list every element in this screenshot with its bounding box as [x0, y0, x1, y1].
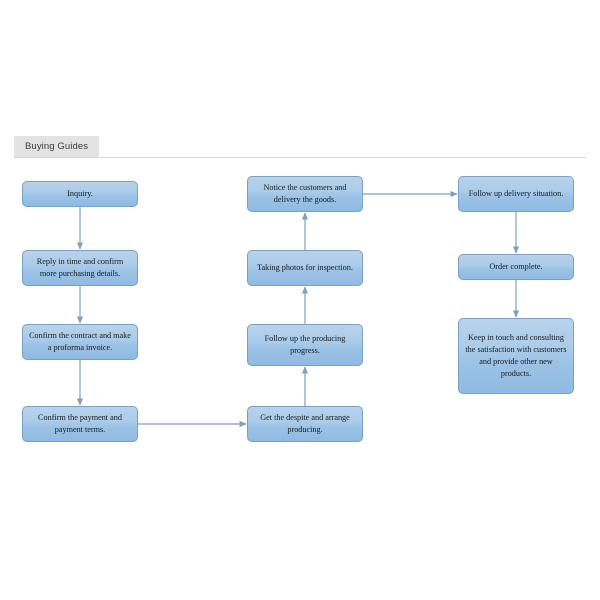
- flow-node-label: Follow up the producing progress.: [264, 333, 346, 355]
- flow-node-label: Keep in touch and consulting the satisfa…: [465, 332, 567, 379]
- flow-node-notice-customers[interactable]: Notice the customers and delivery the go…: [247, 176, 363, 212]
- flow-node-label: Taking photos for inspection.: [257, 262, 353, 272]
- flow-node-label: Reply in time and confirm more purchasin…: [36, 256, 124, 278]
- flow-node-order-complete[interactable]: Order complete.: [458, 254, 574, 280]
- flow-node-photos[interactable]: Taking photos for inspection.: [247, 250, 363, 286]
- flow-node-label: Inquiry.: [67, 188, 93, 198]
- tab-bar: Buying Guides: [0, 136, 600, 158]
- tab-bar-divider: [14, 157, 586, 158]
- flow-node-label: Confirm the contract and make a proforma…: [29, 330, 131, 352]
- flow-node-label: Notice the customers and delivery the go…: [263, 182, 347, 204]
- flow-node-label: Follow up delivery situation.: [468, 188, 564, 198]
- flow-node-follow-delivery[interactable]: Follow up delivery situation.: [458, 176, 574, 212]
- tab-buying-guides[interactable]: Buying Guides: [14, 136, 100, 157]
- flow-node-arrange-producing[interactable]: Get the despite and arrange producing.: [247, 406, 363, 442]
- flow-node-follow-producing[interactable]: Follow up the producing progress.: [247, 324, 363, 366]
- flow-node-label: Order complete.: [489, 261, 543, 271]
- flow-node-label: Get the despite and arrange producing.: [260, 412, 350, 434]
- flow-node-keep-in-touch[interactable]: Keep in touch and consulting the satisfa…: [458, 318, 574, 394]
- flow-node-reply[interactable]: Reply in time and confirm more purchasin…: [22, 250, 138, 286]
- flow-node-label: Confirm the payment and payment terms.: [38, 412, 122, 434]
- flow-node-inquiry[interactable]: Inquiry.: [22, 181, 138, 207]
- flow-node-payment[interactable]: Confirm the payment and payment terms.: [22, 406, 138, 442]
- flow-node-contract[interactable]: Confirm the contract and make a proforma…: [22, 324, 138, 360]
- tab-label: Buying Guides: [25, 141, 89, 152]
